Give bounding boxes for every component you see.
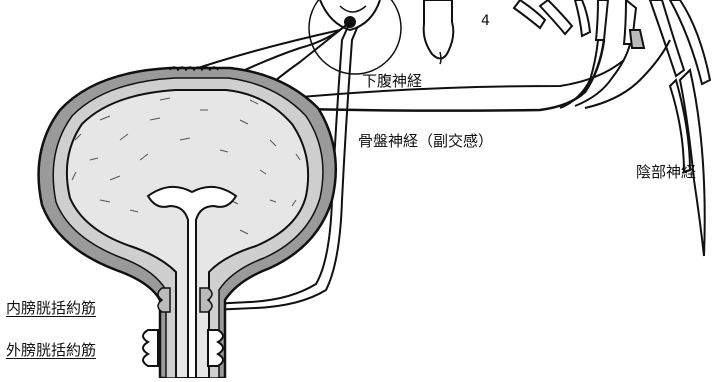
hypogastric-nerve-label: 下腹神経 <box>362 72 422 90</box>
vertebra-number: 4 <box>481 13 490 29</box>
vertebral-body <box>424 0 454 64</box>
pelvic-nerve-label: 骨盤神経（副交感） <box>358 132 493 150</box>
external-sphincter-label: 外膀胱括約筋 <box>6 341 96 359</box>
spinal-ganglion <box>309 0 401 74</box>
sacral-nerve-roots <box>514 0 710 256</box>
internal-sphincter-label: 内膀胱括約筋 <box>6 299 96 317</box>
pudendal-nerve-label: 陰部神経 <box>636 163 696 181</box>
bladder <box>39 67 336 378</box>
